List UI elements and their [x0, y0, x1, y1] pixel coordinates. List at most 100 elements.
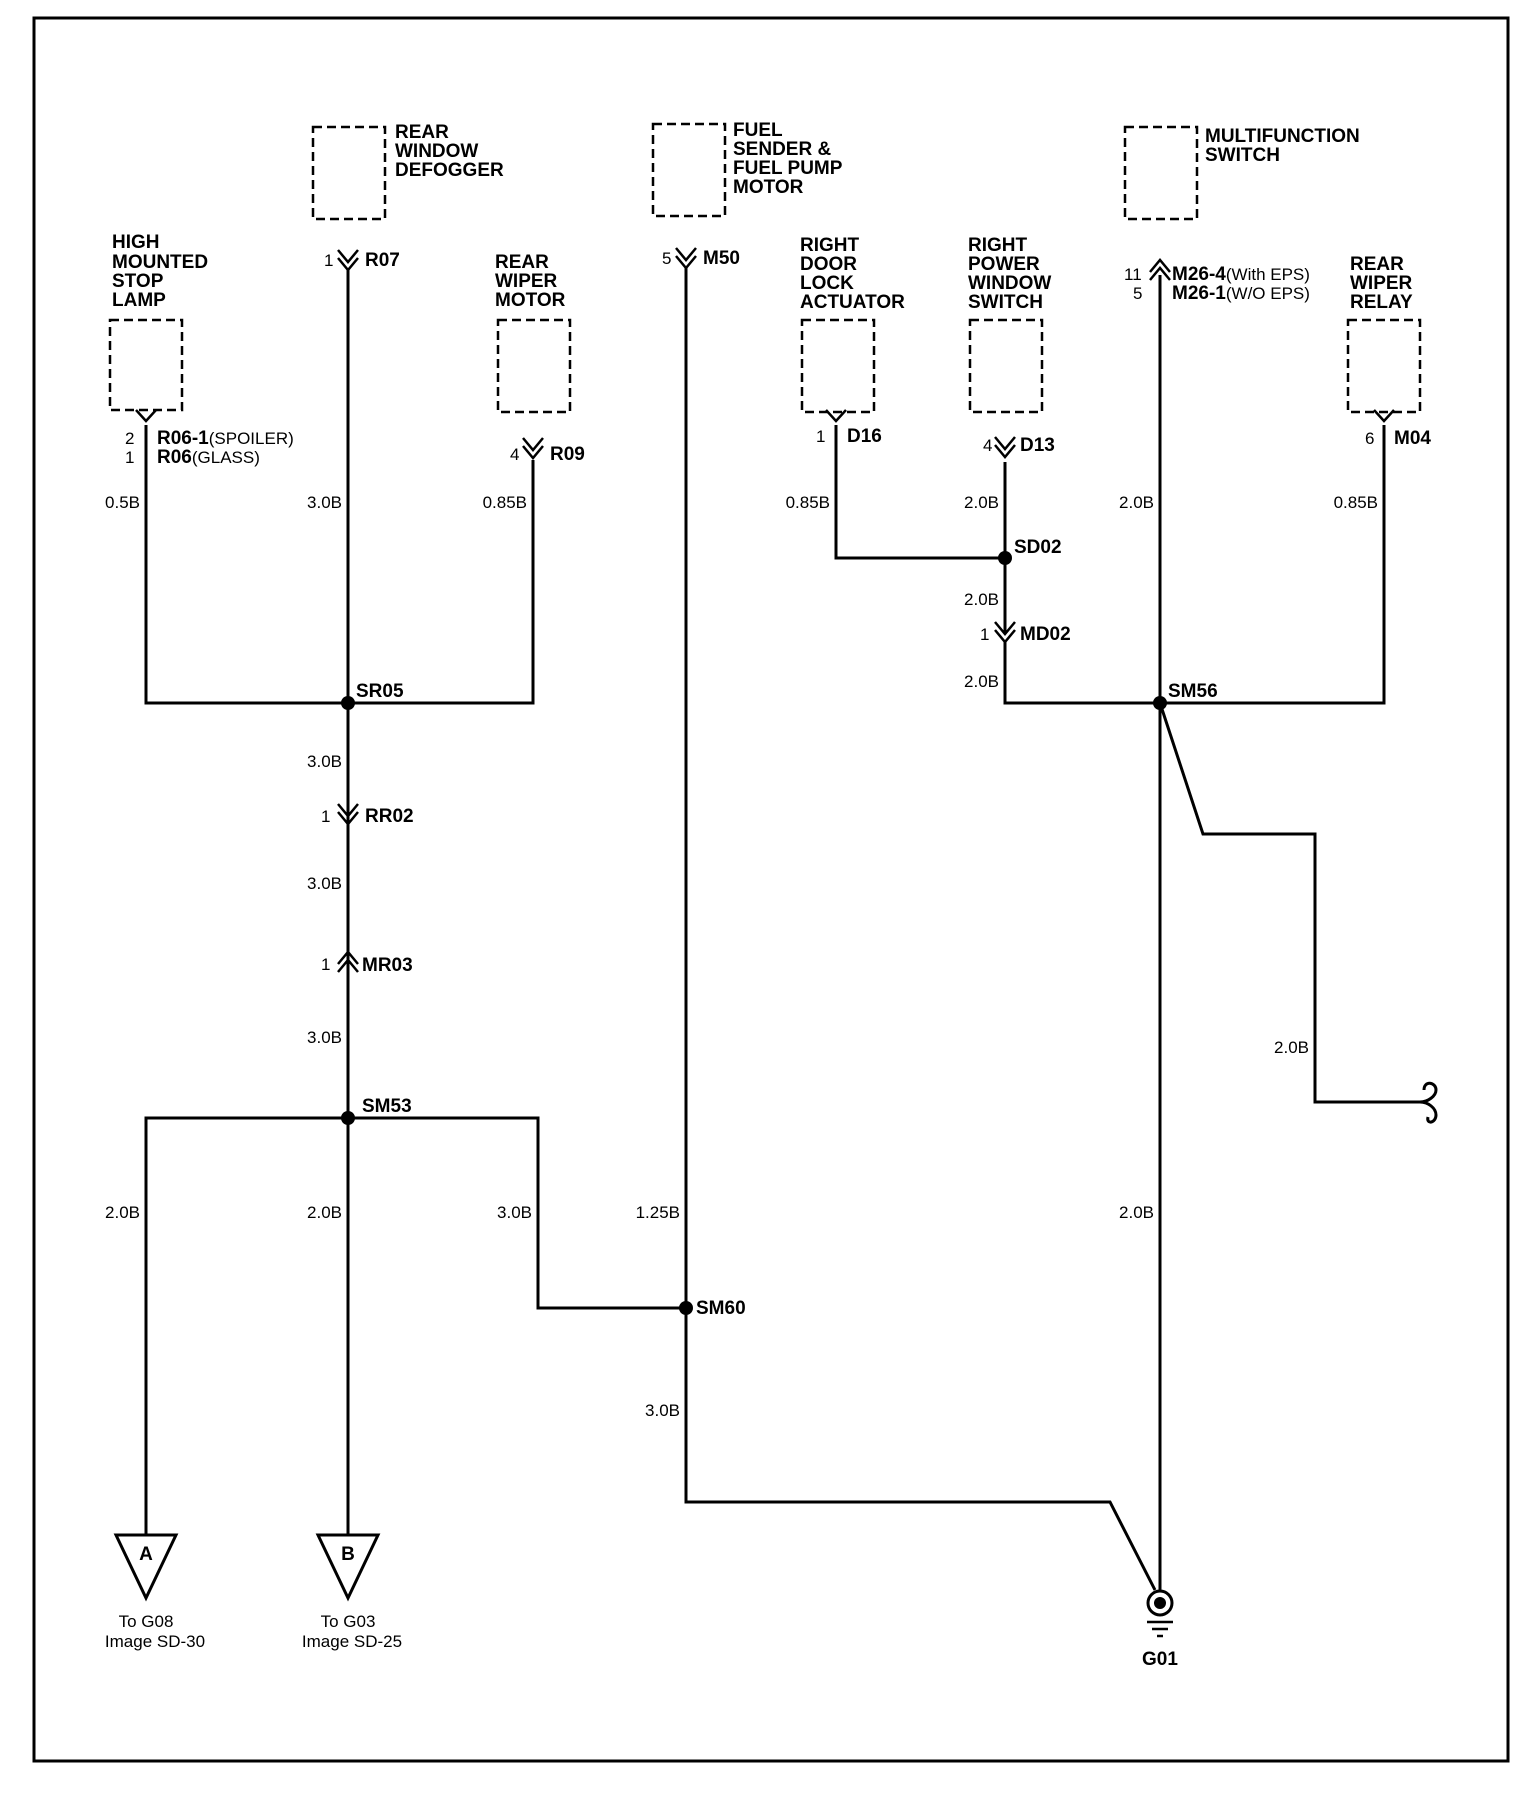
wire-branch-break: [1419, 1081, 1438, 1124]
svg-text:LOCK: LOCK: [800, 273, 854, 294]
svg-text:RIGHT: RIGHT: [968, 235, 1028, 256]
wire-sm53-a: [144, 1116, 348, 1535]
svg-text:2.0B: 2.0B: [1274, 1038, 1309, 1057]
svg-text:DEFOGGER: DEFOGGER: [395, 160, 504, 181]
connector-m26: 11 5 M26-4(With EPS) M26-1(W/O EPS): [1124, 258, 1310, 304]
svg-text:0.5B: 0.5B: [105, 493, 140, 512]
splice-sm60: SM60: [679, 1298, 746, 1319]
svg-text:G01: G01: [1142, 1649, 1178, 1670]
connector-md02: 1 MD02: [980, 621, 1071, 645]
svg-text:4: 4: [983, 436, 992, 455]
wire-sm60-g01: [684, 1308, 1157, 1591]
multifunction-switch: MULTIFUNCTION SWITCH: [1123, 125, 1360, 221]
svg-text:Image SD-30: Image SD-30: [105, 1632, 205, 1651]
svg-text:SWITCH: SWITCH: [968, 292, 1043, 313]
connector-mr03: 1 MR03: [321, 950, 413, 976]
svg-text:2.0B: 2.0B: [1119, 1203, 1154, 1222]
svg-text:SD02: SD02: [1014, 537, 1062, 558]
svg-text:MULTIFUNCTION: MULTIFUNCTION: [1205, 126, 1360, 147]
svg-text:FUEL: FUEL: [733, 120, 783, 141]
svg-text:RELAY: RELAY: [1350, 292, 1413, 313]
svg-text:SENDER &: SENDER &: [733, 139, 831, 160]
svg-text:POWER: POWER: [968, 254, 1040, 275]
svg-text:RIGHT: RIGHT: [800, 235, 860, 256]
svg-text:WINDOW: WINDOW: [395, 141, 478, 162]
svg-text:MR03: MR03: [362, 955, 413, 976]
connector-r09: 4 R09: [510, 437, 585, 465]
wire-m04-sm56: [1160, 425, 1386, 705]
svg-text:0.85B: 0.85B: [483, 493, 527, 512]
svg-text:3.0B: 3.0B: [307, 493, 342, 512]
svg-text:D16: D16: [847, 426, 882, 447]
connector-d13: 4 D13: [983, 435, 1055, 459]
svg-text:SM53: SM53: [362, 1096, 412, 1117]
splice-sm56: SM56: [1153, 681, 1218, 710]
svg-text:3.0B: 3.0B: [307, 752, 342, 771]
svg-text:R06-1(SPOILER): R06-1(SPOILER): [157, 428, 294, 449]
svg-text:2.0B: 2.0B: [964, 493, 999, 512]
svg-text:WIPER: WIPER: [1350, 273, 1413, 294]
fuel-sender-and-fuel-pump-motor: FUEL SENDER & FUEL PUMP MOTOR: [651, 120, 843, 218]
svg-text:MOTOR: MOTOR: [733, 177, 804, 198]
svg-text:2.0B: 2.0B: [964, 672, 999, 691]
svg-text:2.0B: 2.0B: [307, 1203, 342, 1222]
svg-text:M04: M04: [1394, 428, 1431, 449]
rear-wiper-relay: REAR WIPER RELAY: [1346, 254, 1422, 414]
wire-r06-sr05: [144, 425, 348, 705]
splices: SR05 SD02 SM56 SM53 SM60: [341, 537, 1218, 1319]
svg-text:1: 1: [324, 251, 333, 270]
svg-text:To G03: To G03: [321, 1612, 376, 1631]
svg-text:R09: R09: [550, 444, 585, 465]
svg-text:3.0B: 3.0B: [645, 1401, 680, 1420]
svg-text:RR02: RR02: [365, 806, 414, 827]
wire-r09-sr05: [348, 460, 535, 705]
connector-rr02: 1 RR02: [321, 803, 414, 827]
diagram-frame: [32, 16, 1510, 1763]
svg-text:M50: M50: [703, 248, 740, 269]
svg-text:1: 1: [321, 955, 330, 974]
ground-g01: G01: [1142, 1589, 1178, 1670]
svg-text:STOP: STOP: [112, 271, 164, 292]
svg-text:REAR: REAR: [495, 252, 549, 273]
wire-sm56-branch: [1158, 702, 1420, 1104]
offpage-connector-b: B To G03 Image SD-25: [302, 1533, 402, 1651]
svg-text:SM60: SM60: [696, 1298, 746, 1319]
svg-text:2.0B: 2.0B: [105, 1203, 140, 1222]
svg-text:4: 4: [510, 445, 519, 464]
svg-text:1.25B: 1.25B: [636, 1203, 680, 1222]
svg-text:6: 6: [1365, 429, 1374, 448]
svg-text:1: 1: [816, 427, 825, 446]
rear-window-defogger: REAR WINDOW DEFOGGER: [311, 122, 504, 221]
svg-text:M26-1(W/O EPS): M26-1(W/O EPS): [1172, 283, 1310, 304]
svg-text:WINDOW: WINDOW: [968, 273, 1051, 294]
right-power-window-switch: RIGHT POWER WINDOW SWITCH: [968, 235, 1051, 414]
wire-labels: 0.5B 3.0B 0.85B 0.85B 2.0B 2.0B 0.85B 2.…: [105, 493, 1378, 1420]
svg-text:B: B: [341, 1544, 355, 1565]
connector-m04: 6 M04: [1365, 409, 1431, 449]
svg-text:REAR: REAR: [395, 122, 449, 143]
svg-text:5: 5: [1133, 284, 1142, 303]
wire-d16-sd02: [834, 425, 1005, 560]
svg-text:DOOR: DOOR: [800, 254, 857, 275]
svg-text:Image SD-25: Image SD-25: [302, 1632, 402, 1651]
svg-text:0.85B: 0.85B: [1334, 493, 1378, 512]
svg-text:1: 1: [125, 448, 134, 467]
svg-text:M26-4(With EPS): M26-4(With EPS): [1172, 264, 1310, 285]
wire-sm53-sm60: [348, 1116, 686, 1310]
wires: [144, 268, 1438, 1591]
connector-m50: 5 M50: [662, 247, 740, 270]
svg-text:MD02: MD02: [1020, 624, 1071, 645]
connectors: 2 1 R06-1(SPOILER) R06(GLASS) 1 R07 4 R0…: [125, 247, 1431, 976]
svg-text:5: 5: [662, 249, 671, 268]
svg-text:3.0B: 3.0B: [497, 1203, 532, 1222]
svg-text:HIGH: HIGH: [112, 232, 160, 253]
svg-text:ACTUATOR: ACTUATOR: [800, 292, 905, 313]
svg-text:LAMP: LAMP: [112, 290, 166, 311]
svg-text:MOUNTED: MOUNTED: [112, 252, 208, 273]
splice-sd02: SD02: [998, 537, 1062, 565]
splice-sr05: SR05: [341, 681, 404, 710]
rear-wiper-motor: REAR WIPER MOTOR: [495, 252, 572, 414]
connector-d16: 1 D16: [816, 409, 882, 447]
connector-r06: 2 1 R06-1(SPOILER) R06(GLASS): [125, 409, 294, 468]
